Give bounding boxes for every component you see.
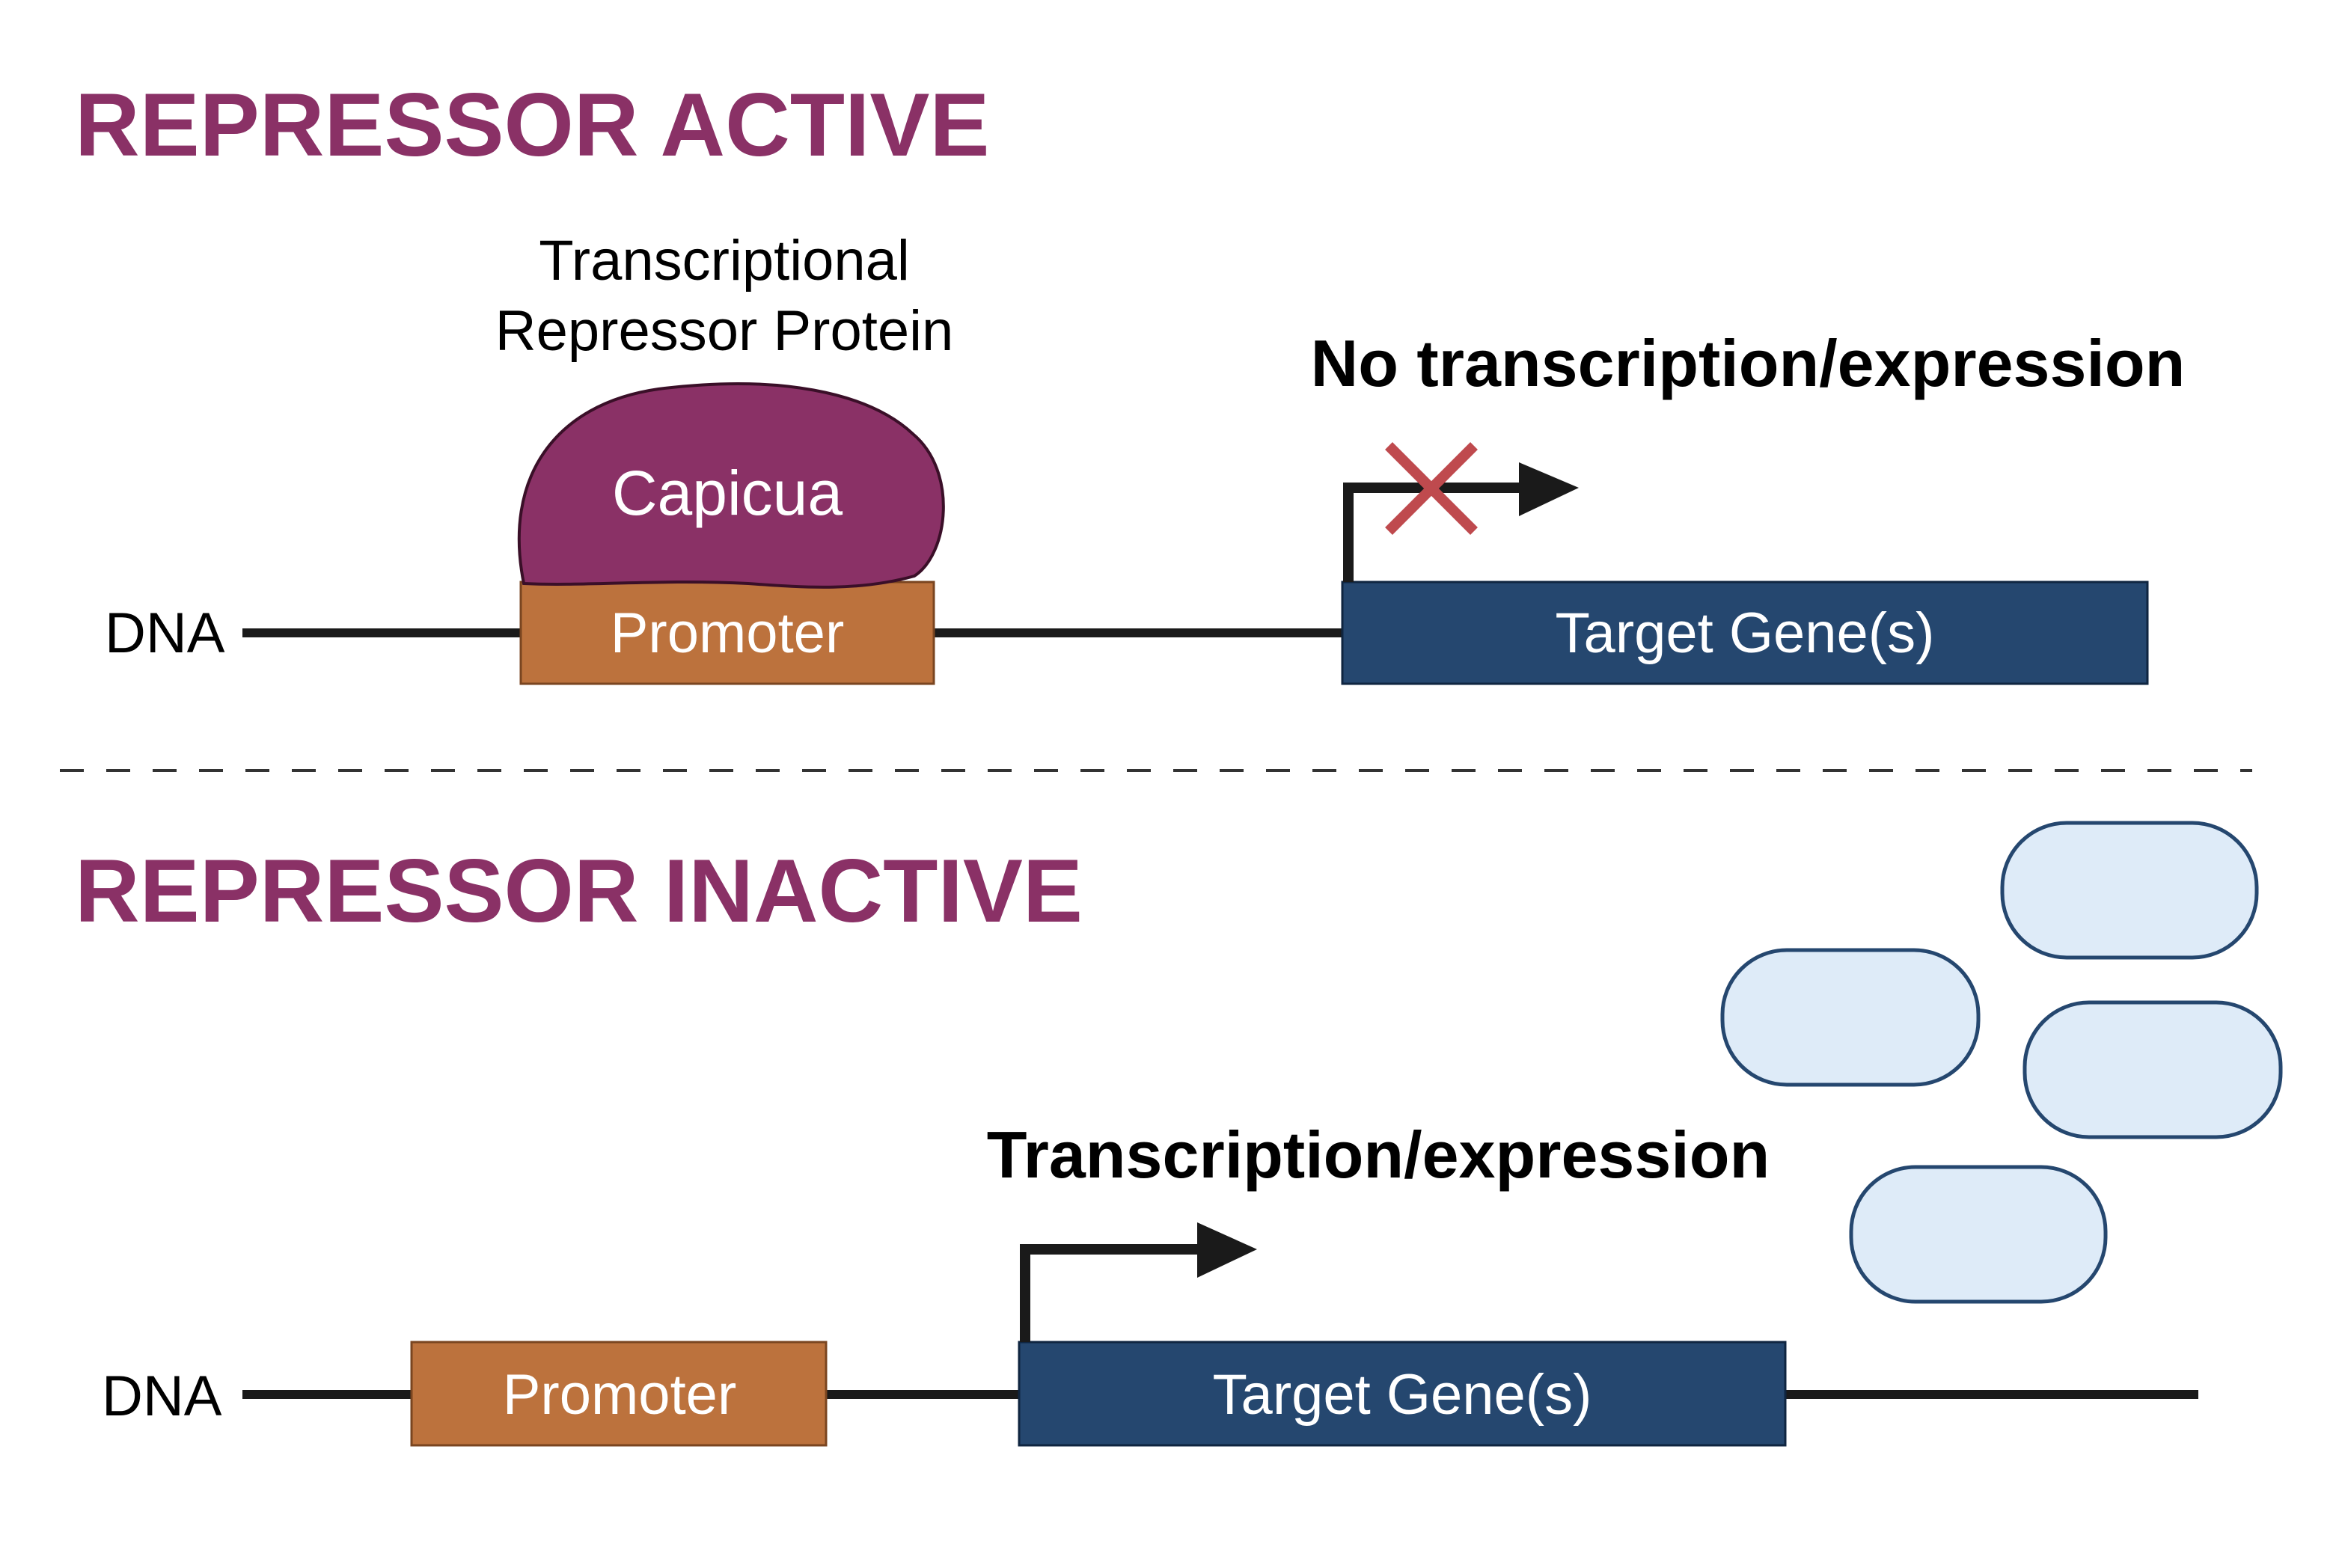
active-panel: REPRESSOR ACTIVE Transcriptional Repress… [75, 75, 2186, 685]
transcription-arrow-icon [1343, 462, 1579, 582]
inactive-promoter-box [410, 1341, 828, 1447]
transcription-arrow-icon [1020, 1222, 1257, 1342]
active-title: REPRESSOR ACTIVE [75, 75, 989, 175]
active-gene-box [1341, 581, 2149, 685]
inactive-promoter-label: Promoter [503, 1363, 737, 1427]
repressor-caption-line2: Repressor Protein [495, 299, 954, 363]
repressor-caption-line1: Transcriptional [539, 229, 910, 293]
protein-product-icon [1720, 948, 1981, 1087]
capicua-repressor-shape [517, 382, 945, 589]
x-mark-icon [1385, 442, 1478, 535]
inactive-panel: REPRESSOR INACTIVE Transcription/express… [75, 821, 2283, 1447]
inactive-title: REPRESSOR INACTIVE [75, 841, 1083, 941]
inactive-gene-box [1018, 1341, 1787, 1447]
protein-product-icon [2000, 821, 2259, 960]
active-dna-label: DNA [105, 601, 225, 665]
inactive-status: Transcription/expression [987, 1118, 1770, 1192]
protein-products [1720, 821, 2283, 1304]
active-gene-label: Target Gene(s) [1556, 601, 1935, 665]
capicua-label: Capicua [612, 458, 843, 528]
inactive-dna-label: DNA [102, 1365, 222, 1428]
active-promoter-label: Promoter [611, 601, 845, 665]
protein-product-icon [2022, 1000, 2283, 1139]
active-promoter-box [519, 581, 935, 685]
protein-product-icon [1849, 1165, 2108, 1304]
active-status: No transcription/expression [1311, 326, 2186, 400]
inactive-gene-label: Target Gene(s) [1213, 1363, 1592, 1427]
